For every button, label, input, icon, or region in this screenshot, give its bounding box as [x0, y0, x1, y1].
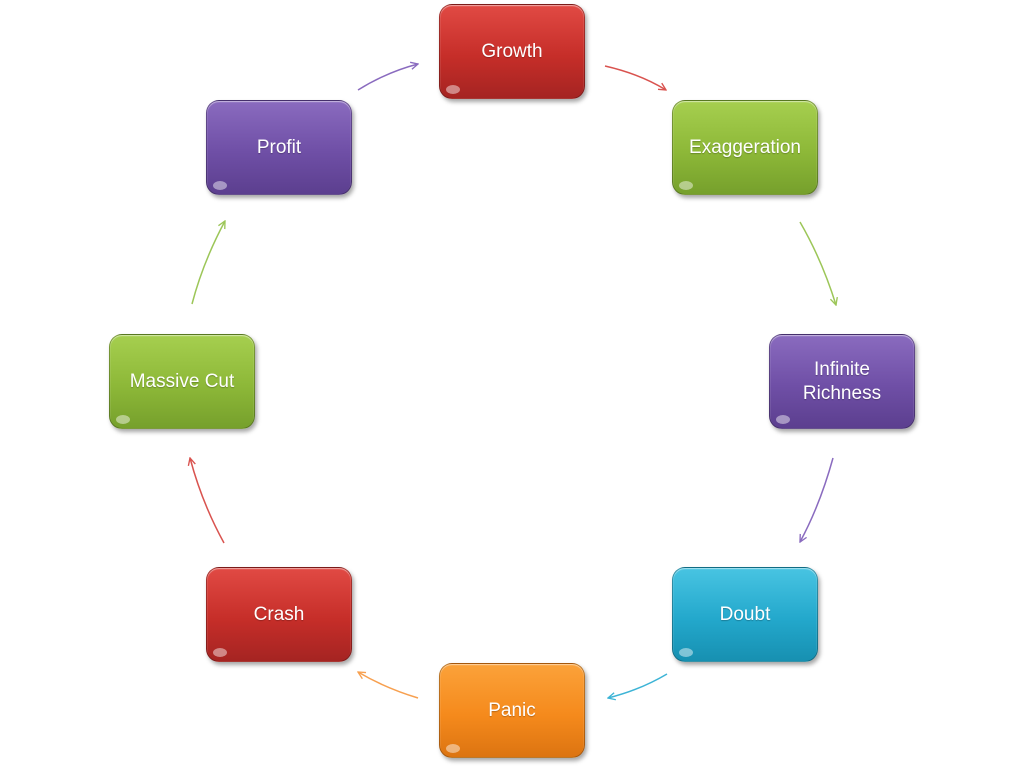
node-doubt: Doubt [672, 567, 818, 662]
node-label: Crash [253, 603, 305, 625]
node-label: Exaggeration [689, 136, 801, 158]
node-panic: Panic [439, 663, 585, 758]
arrow-infinite-richness-to-doubt [800, 457, 834, 542]
node-label: Profit [256, 136, 302, 158]
node-infinite-richness: Infinite Richness [769, 334, 915, 429]
node-exaggeration: Exaggeration [672, 100, 818, 195]
arrow-doubt-to-panic [608, 673, 668, 698]
node-profit: Profit [206, 100, 352, 195]
arrow-growth-to-exaggeration [604, 65, 666, 90]
arrow-massive-cut-to-profit [191, 221, 225, 305]
node-massive-cut: Massive Cut [109, 334, 255, 429]
node-crash: Crash [206, 567, 352, 662]
node-label: Panic [488, 699, 536, 721]
node-label: Infinite Richness [802, 358, 882, 404]
node-label: Growth [481, 40, 543, 62]
node-label: Doubt [719, 603, 771, 625]
arrow-exaggeration-to-infinite-richness [799, 221, 836, 305]
node-label: Massive Cut [129, 370, 235, 392]
arrow-profit-to-growth [357, 64, 418, 91]
arrow-crash-to-massive-cut [190, 458, 225, 544]
arrow-panic-to-crash [358, 672, 419, 699]
node-growth: Growth [439, 4, 585, 99]
